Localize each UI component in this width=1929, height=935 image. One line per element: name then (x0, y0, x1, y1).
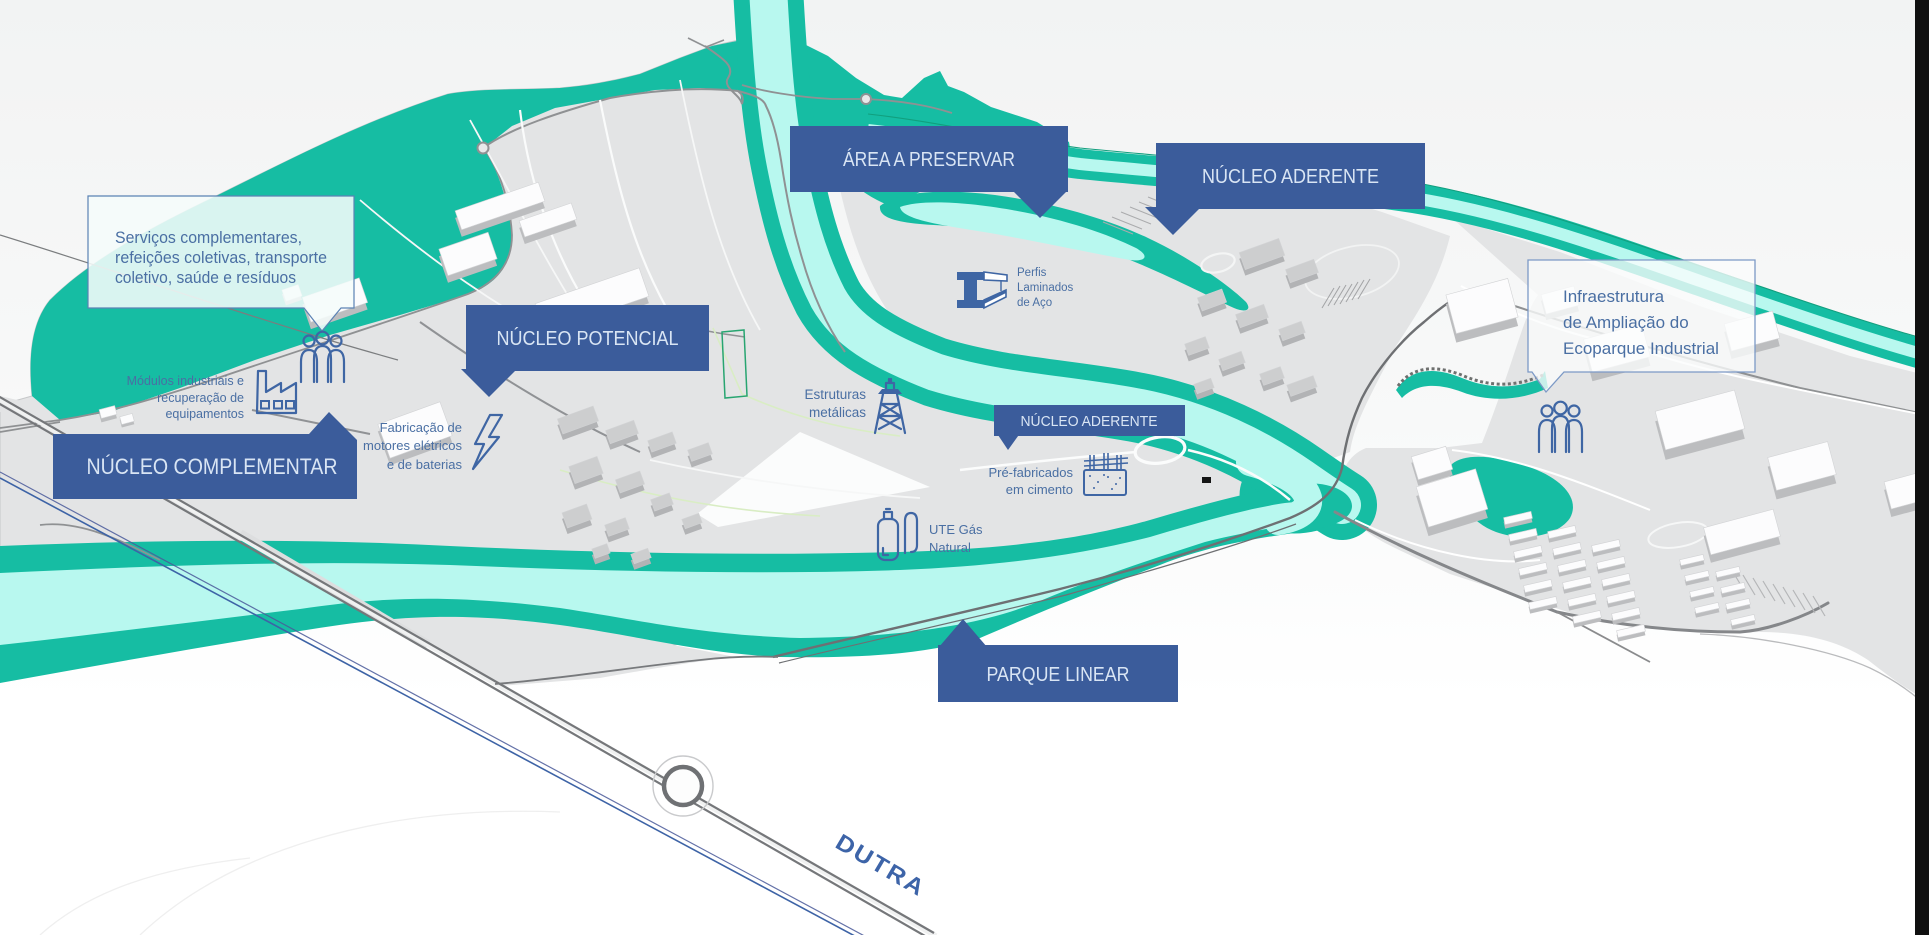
svg-text:Módulos industriais e: Módulos industriais e (127, 374, 244, 388)
svg-text:metálicas: metálicas (809, 405, 866, 420)
svg-text:UTE Gás: UTE Gás (929, 522, 983, 537)
svg-text:Natural: Natural (929, 540, 971, 555)
svg-text:NÚCLEO ADERENTE: NÚCLEO ADERENTE (1202, 165, 1379, 188)
svg-text:Ecoparque Industrial: Ecoparque Industrial (1563, 339, 1719, 358)
svg-text:Fabricação de: Fabricação de (380, 420, 462, 435)
svg-text:de Ampliação do: de Ampliação do (1563, 313, 1689, 332)
svg-text:NÚCLEO ADERENTE: NÚCLEO ADERENTE (1021, 413, 1158, 430)
svg-text:Laminados: Laminados (1017, 282, 1074, 294)
svg-text:NÚCLEO POTENCIAL: NÚCLEO POTENCIAL (497, 327, 679, 350)
svg-text:Pré-fabricados: Pré-fabricados (988, 465, 1073, 480)
svg-text:Infraestrutura: Infraestrutura (1563, 287, 1665, 306)
svg-text:recuperação de: recuperação de (157, 391, 244, 405)
svg-text:Estruturas: Estruturas (804, 387, 866, 402)
svg-text:refeições coletivas, transport: refeições coletivas, transporte (115, 249, 327, 267)
svg-text:Perfis: Perfis (1017, 267, 1047, 279)
svg-text:de Aço: de Aço (1017, 297, 1052, 309)
svg-text:motores elétricos: motores elétricos (363, 438, 462, 453)
svg-text:equipamentos: equipamentos (165, 407, 244, 421)
svg-text:ÁREA A PRESERVAR: ÁREA A PRESERVAR (843, 148, 1015, 171)
svg-text:em cimento: em cimento (1006, 482, 1073, 497)
svg-text:NÚCLEO COMPLEMENTAR: NÚCLEO COMPLEMENTAR (87, 454, 338, 479)
svg-text:e de baterias: e de baterias (387, 457, 463, 472)
svg-text:coletivo, saúde e resíduos: coletivo, saúde e resíduos (115, 269, 296, 287)
svg-text:Serviços complementares,: Serviços complementares, (115, 229, 302, 247)
svg-text:PARQUE LINEAR: PARQUE LINEAR (987, 664, 1130, 686)
